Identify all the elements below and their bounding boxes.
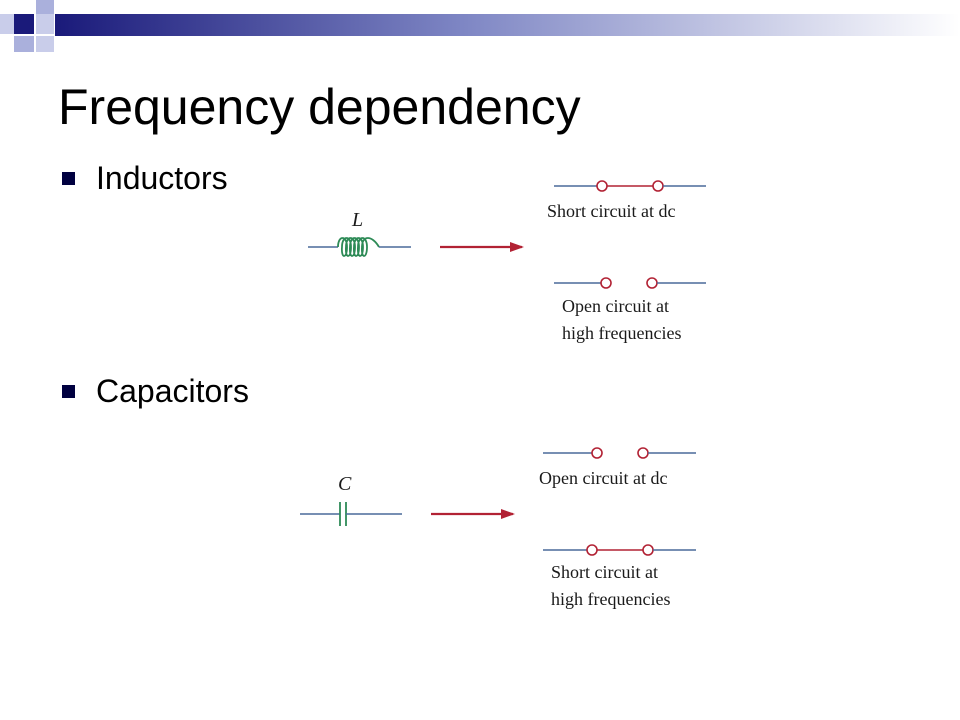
deco-square-light bbox=[14, 36, 34, 52]
inductor-hf-caption-line1: Open circuit at bbox=[562, 296, 669, 316]
bullet-item-inductors: Inductors bbox=[62, 160, 228, 197]
capacitor-hf-caption-line2: high frequencies bbox=[551, 589, 670, 609]
corner-decoration bbox=[0, 0, 960, 52]
deco-square-light bbox=[36, 36, 54, 52]
bullet-label: Inductors bbox=[96, 160, 228, 196]
inductor-symbol bbox=[308, 237, 411, 257]
inductor-dc-caption: Short circuit at dc bbox=[547, 201, 675, 221]
slide-title: Frequency dependency bbox=[58, 79, 581, 135]
inductor-symbol-label: L bbox=[351, 209, 363, 231]
deco-square-dark bbox=[14, 14, 34, 34]
inductor-open-circuit-result bbox=[554, 277, 706, 289]
bullet-label: Capacitors bbox=[96, 373, 249, 409]
capacitor-symbol bbox=[300, 502, 402, 526]
capacitor-dc-caption: Open circuit at dc bbox=[539, 468, 667, 488]
inductor-short-circuit-result bbox=[554, 180, 706, 192]
capacitor-diagram: C Open circuit at dc Short circuit at hi… bbox=[300, 447, 696, 609]
deco-square-light bbox=[36, 14, 54, 34]
bullet-square-icon bbox=[62, 385, 75, 398]
header-gradient-bar bbox=[55, 14, 960, 36]
capacitor-short-circuit-result bbox=[543, 544, 696, 556]
capacitor-open-circuit-result bbox=[543, 447, 696, 459]
bullet-item-capacitors: Capacitors bbox=[62, 373, 249, 410]
capacitor-symbol-label: C bbox=[338, 473, 352, 495]
deco-square-light bbox=[0, 14, 14, 34]
capacitor-hf-caption-line1: Short circuit at bbox=[551, 562, 658, 582]
inductor-hf-caption-line2: high frequencies bbox=[562, 323, 681, 343]
bullet-square-icon bbox=[62, 172, 75, 185]
inductor-diagram: L Short circuit at dc Open circuit at hi… bbox=[308, 180, 706, 343]
deco-square-light bbox=[36, 0, 54, 14]
